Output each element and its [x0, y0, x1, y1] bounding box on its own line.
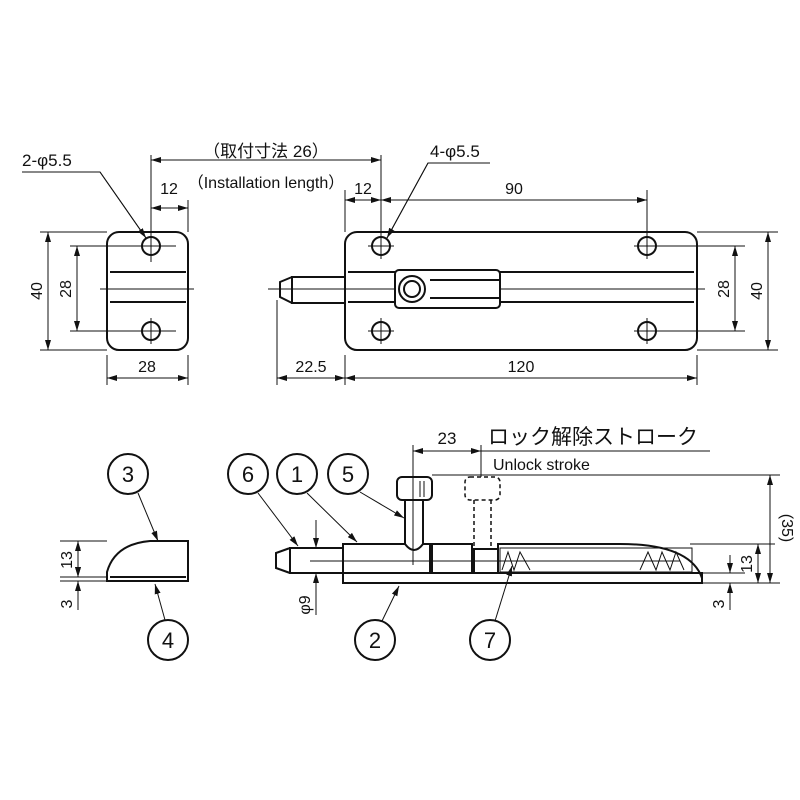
part-balloons: 3 4 6 1 5 2 7: [107, 453, 513, 661]
dim-12-right: 12: [354, 181, 372, 198]
unlock-stroke-jp: ロック解除ストローク: [488, 426, 698, 449]
install-length-en: （Installation length）: [188, 174, 345, 192]
dim-35: (35): [778, 514, 795, 542]
balloon-1: 1: [276, 453, 318, 495]
dim-3-right: 3: [711, 599, 728, 608]
balloon-4: 4: [147, 619, 189, 661]
svg-text:7: 7: [484, 628, 496, 653]
dim-13-right: 13: [739, 555, 756, 573]
svg-text:1: 1: [291, 462, 303, 487]
balloon-5: 5: [327, 453, 369, 495]
dim-23: 23: [438, 429, 457, 448]
bolt-body-side: [275, 450, 703, 584]
hole-callout-left: 2-φ5.5: [22, 151, 72, 170]
unlock-stroke-en: Unlock stroke: [493, 457, 590, 474]
top-dimensions: 2-φ5.5 4-φ5.5 （取付寸法 26） （Installation le…: [22, 142, 778, 385]
dim-40-left: 40: [29, 282, 46, 300]
balloon-7: 7: [469, 619, 511, 661]
dim-13-left: 13: [59, 551, 76, 569]
bolt-body-top: [268, 231, 705, 351]
dim-22-5: 22.5: [295, 359, 326, 376]
dim-28-right: 28: [716, 280, 733, 298]
balloon-2: 2: [354, 619, 396, 661]
side-dimensions: 23 ロック解除ストローク Unlock stroke (35) 13 3 13…: [59, 426, 795, 615]
strike-plate-top: [100, 231, 194, 351]
svg-text:3: 3: [122, 462, 134, 487]
dim-40-right: 40: [749, 282, 766, 300]
svg-text:4: 4: [162, 628, 174, 653]
svg-text:6: 6: [242, 462, 254, 487]
dim-28-width: 28: [138, 359, 156, 376]
dim-120: 120: [508, 359, 535, 376]
dim-28-left: 28: [58, 280, 75, 298]
strike-plate-side: [106, 540, 189, 582]
balloon-3: 3: [107, 453, 149, 495]
install-length-jp: （取付寸法 26）: [203, 142, 329, 161]
dim-phi9: φ9: [297, 595, 314, 614]
dim-90: 90: [505, 181, 523, 198]
svg-text:5: 5: [342, 462, 354, 487]
dim-12-left: 12: [160, 181, 178, 198]
dim-3-left: 3: [59, 599, 76, 608]
hole-callout-right: 4-φ5.5: [430, 142, 480, 161]
balloon-6: 6: [227, 453, 269, 495]
svg-text:2: 2: [369, 628, 381, 653]
